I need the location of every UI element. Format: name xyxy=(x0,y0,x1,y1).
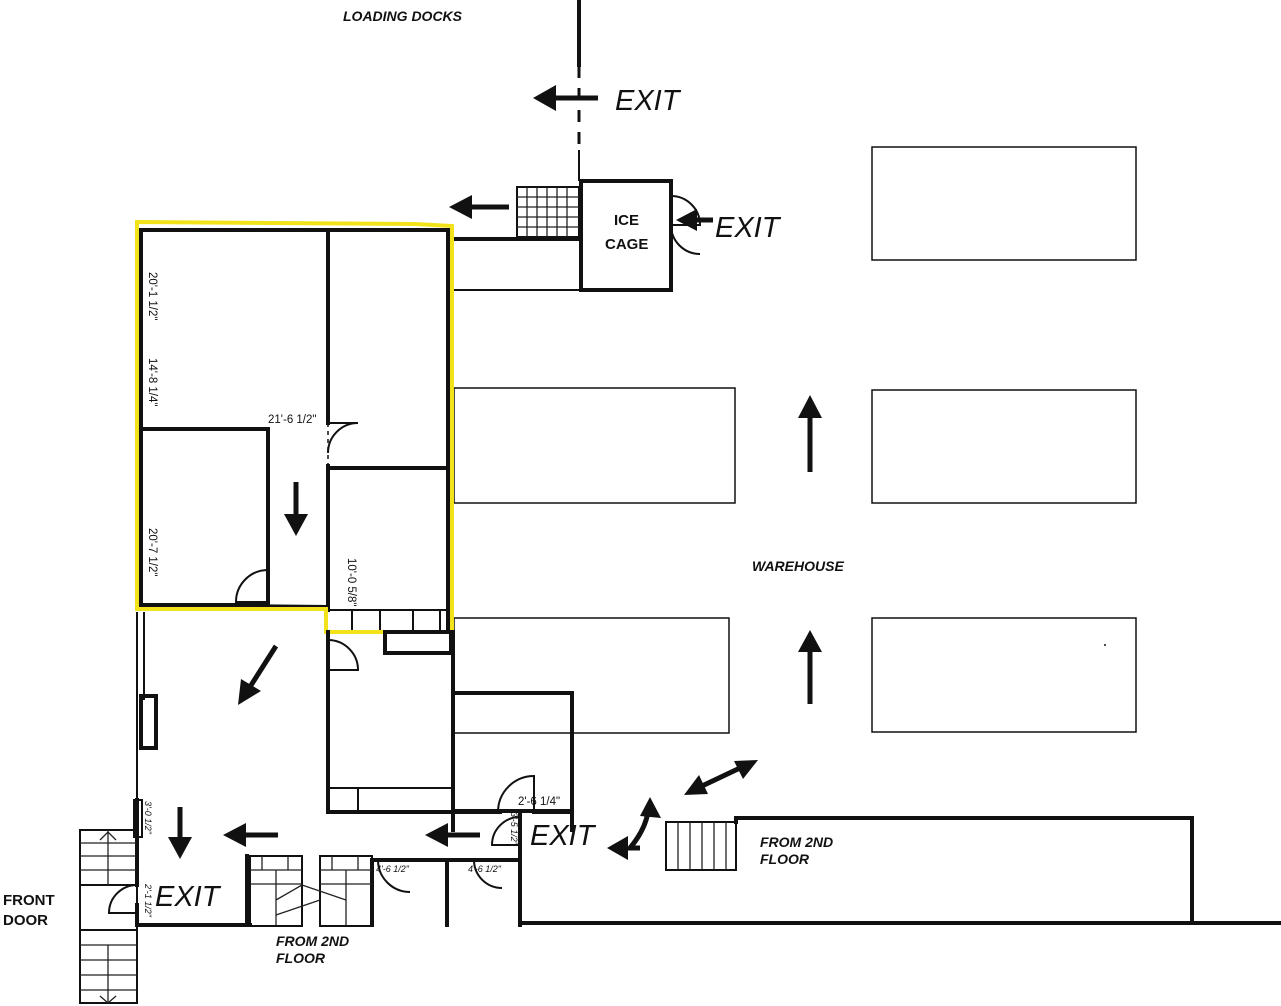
dim-inner-room: 10'-0 5/8" xyxy=(345,558,357,606)
dim-left-wall-low: 20'-7 1/2" xyxy=(146,528,158,576)
rack-lower-left xyxy=(453,617,730,734)
loading-docks-label: LOADING DOCKS xyxy=(343,8,463,24)
ice-cage-label-1: ICE xyxy=(614,212,639,229)
dim-left-wall-mid: 14'-8 1/4" xyxy=(146,358,158,406)
dim-room-width: 21'-6 1/2" xyxy=(268,414,316,426)
exit-label-front: EXIT xyxy=(155,881,222,913)
warehouse-racks xyxy=(453,146,1137,734)
front-door-stairs xyxy=(79,829,138,1004)
from-2nd-floor-bottom-1: FROM 2ND xyxy=(276,933,349,949)
rack-middle-right xyxy=(871,389,1137,504)
right-stair-block xyxy=(665,816,1194,925)
exit-label-ice-cage: EXIT xyxy=(715,212,782,244)
dim-left-wall-top: 20'-1 1/2" xyxy=(146,272,158,320)
rack-dot xyxy=(1104,644,1106,646)
ice-cage-label-2: CAGE xyxy=(605,236,648,253)
warehouse-label: WAREHOUSE xyxy=(752,558,844,574)
rack-top-right xyxy=(871,146,1137,261)
rack-lower-right xyxy=(871,617,1137,733)
from-2nd-floor-bottom-2: FLOOR xyxy=(276,950,326,966)
exit-arrows xyxy=(168,85,822,860)
from-2nd-floor-right-2: FLOOR xyxy=(760,851,810,867)
dim-closet-1: 4'-6 1/2" xyxy=(376,864,410,874)
front-door-label-2: DOOR xyxy=(3,912,48,929)
dim-closet-2: 4'-6 1/2" xyxy=(468,864,502,874)
from-2nd-floor-right-1: FROM 2ND xyxy=(760,834,833,850)
dim-front-lower: 2'-1 1/2" xyxy=(143,883,153,918)
dim-corridor-door: 2'-6 1/4" xyxy=(518,796,560,808)
dim-corridor-side: 3'-5 1/2" xyxy=(509,812,519,846)
ice-cage-stairs xyxy=(516,186,580,238)
dim-front-side: 3'-0 1/2" xyxy=(143,801,153,835)
exit-label-middle: EXIT xyxy=(530,820,597,852)
office-block xyxy=(138,228,450,634)
ice-cage xyxy=(578,150,702,292)
front-door-label-1: FRONT xyxy=(3,892,55,909)
stairs-bottom-left xyxy=(249,855,303,927)
rack-middle-left xyxy=(453,387,736,504)
exit-label-top: EXIT xyxy=(615,85,682,117)
